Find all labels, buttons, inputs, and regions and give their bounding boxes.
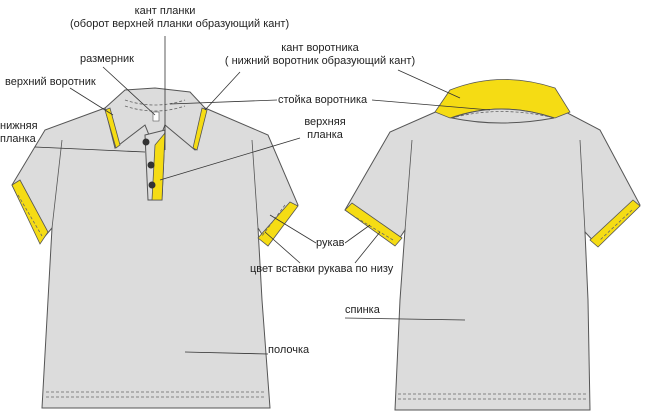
leader-lines: [34, 36, 491, 355]
label-upper-collar: верхний воротник: [5, 76, 96, 88]
label-upper-placket: верхняя планка: [304, 116, 346, 141]
button: [148, 181, 156, 189]
label-sleeve-insert-color: цвет вставки рукава по низу: [250, 263, 394, 275]
front-view: [11, 87, 299, 409]
label-front: полочка: [268, 344, 310, 356]
label-sleeve: рукав: [316, 237, 345, 249]
back-view: [344, 79, 641, 411]
back-collar-stand: [450, 108, 555, 124]
size-label-tag: [152, 111, 160, 122]
label-collar-piping: кант воротника ( нижний воротник образую…: [224, 42, 416, 67]
label-collar-stand: стойка воротника: [278, 94, 368, 106]
label-lower-placket: нижняя планка: [0, 120, 38, 145]
label-placket-piping: кант планки (оборот верхней планки образ…: [70, 5, 290, 30]
back-body: [344, 107, 641, 411]
label-back: спинка: [345, 304, 380, 316]
left-collar-piping: [104, 107, 121, 149]
label-size-label: размерник: [80, 53, 134, 65]
button: [147, 161, 155, 169]
back-right-sleeve-cuff: [589, 199, 641, 248]
front-left-sleeve-cuff: [11, 179, 49, 245]
button: [142, 138, 150, 146]
